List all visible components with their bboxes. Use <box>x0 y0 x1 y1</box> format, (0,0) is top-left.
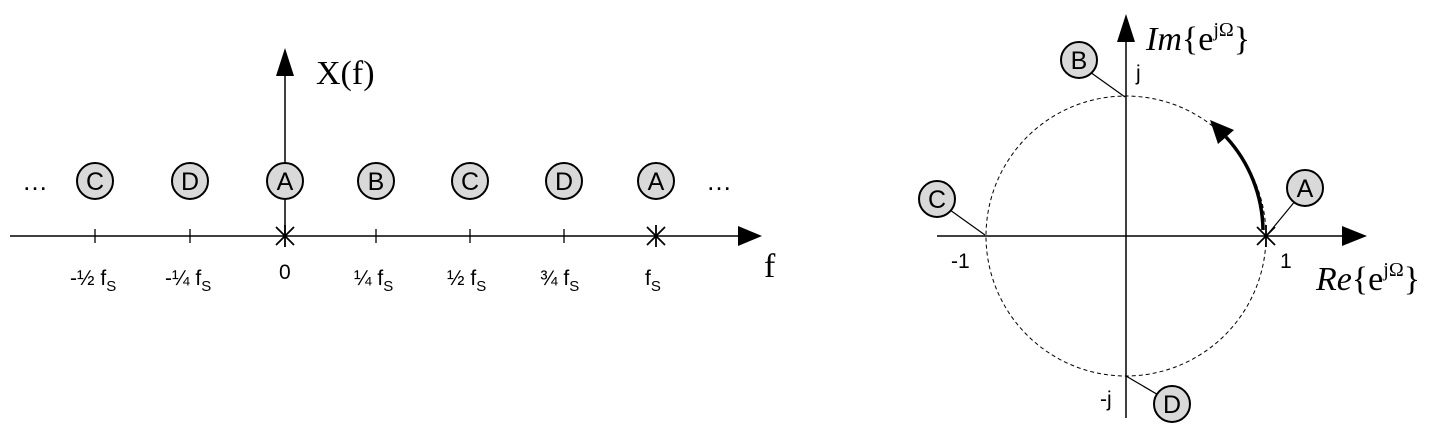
spectrum-marker-c: C <box>451 162 489 200</box>
leader-line-d <box>1125 375 1161 397</box>
spectrum-marker-d: D <box>171 162 209 200</box>
rotation-arrowhead <box>1210 120 1234 144</box>
right-ellipsis: … <box>706 166 732 196</box>
spectrum-marker-c: C <box>76 162 114 200</box>
spectrum-diagram: f X(f) … … -½ fS -¼ fS <box>10 48 776 295</box>
rotation-arrow <box>1224 135 1265 231</box>
spectrum-marker-d: D <box>545 162 583 200</box>
label-neg-imag: -j <box>1100 388 1112 411</box>
spectrum-marker-b: B <box>357 162 395 200</box>
imaginary-axis-label: Im{ejΩ} <box>1145 19 1250 58</box>
point-marker-a: A <box>1286 169 1324 207</box>
svg-text:A: A <box>277 168 294 196</box>
spectrum-markers: C D A B C D A <box>76 162 675 200</box>
tick-labels: -½ fS -¼ fS 0 ¼ fS ½ fS ¾ fS fS <box>70 261 661 295</box>
svg-text:A: A <box>1297 175 1314 203</box>
real-axis-label: Re{ejΩ} <box>1315 259 1420 298</box>
tick-label: ½ fS <box>447 267 486 295</box>
leader-line-c <box>949 209 986 236</box>
svg-text:D: D <box>555 168 573 196</box>
svg-text:A: A <box>648 168 665 196</box>
left-ellipsis: … <box>22 166 48 196</box>
svg-text:C: C <box>86 168 104 196</box>
imaginary-axis-arrowhead <box>1117 14 1135 42</box>
svg-text:C: C <box>461 168 479 196</box>
tick-label: ¾ fS <box>540 267 579 295</box>
svg-text:B: B <box>368 168 385 196</box>
tick-label: ¼ fS <box>354 267 393 295</box>
unit-circle-diagram: Im{ejΩ} Re{ejΩ} 1 -1 j -j A B <box>918 14 1420 423</box>
tick-label: -½ fS <box>70 267 116 295</box>
svg-text:C: C <box>928 186 946 214</box>
spectrum-marker-a: A <box>637 162 675 200</box>
frequency-axis-label: f <box>764 248 776 285</box>
tick-label: -¼ fS <box>165 267 211 295</box>
label-pos-imag: j <box>1135 62 1141 85</box>
label-pos-real: 1 <box>1280 250 1292 273</box>
leader-line-a <box>1267 199 1297 235</box>
zero-marker-fs <box>646 225 666 247</box>
point-marker-c: C <box>918 180 956 218</box>
amplitude-axis-label: X(f) <box>316 55 375 92</box>
point-marker-d: D <box>1153 385 1191 423</box>
svg-text:D: D <box>181 168 199 196</box>
tick-label: 0 <box>279 261 291 284</box>
frequency-axis-arrowhead <box>738 226 762 246</box>
real-axis-arrowhead <box>1342 226 1367 246</box>
svg-text:B: B <box>1071 47 1088 75</box>
zero-marker-origin <box>275 225 295 247</box>
tick-label: fS <box>645 267 661 295</box>
spectrum-marker-a: A <box>266 162 304 200</box>
tick-marks <box>94 229 565 243</box>
leader-line-b <box>1089 71 1126 98</box>
svg-text:D: D <box>1163 391 1181 419</box>
point-marker-b: B <box>1060 41 1098 79</box>
amplitude-axis-arrowhead <box>276 48 294 76</box>
label-neg-real: -1 <box>951 250 970 273</box>
